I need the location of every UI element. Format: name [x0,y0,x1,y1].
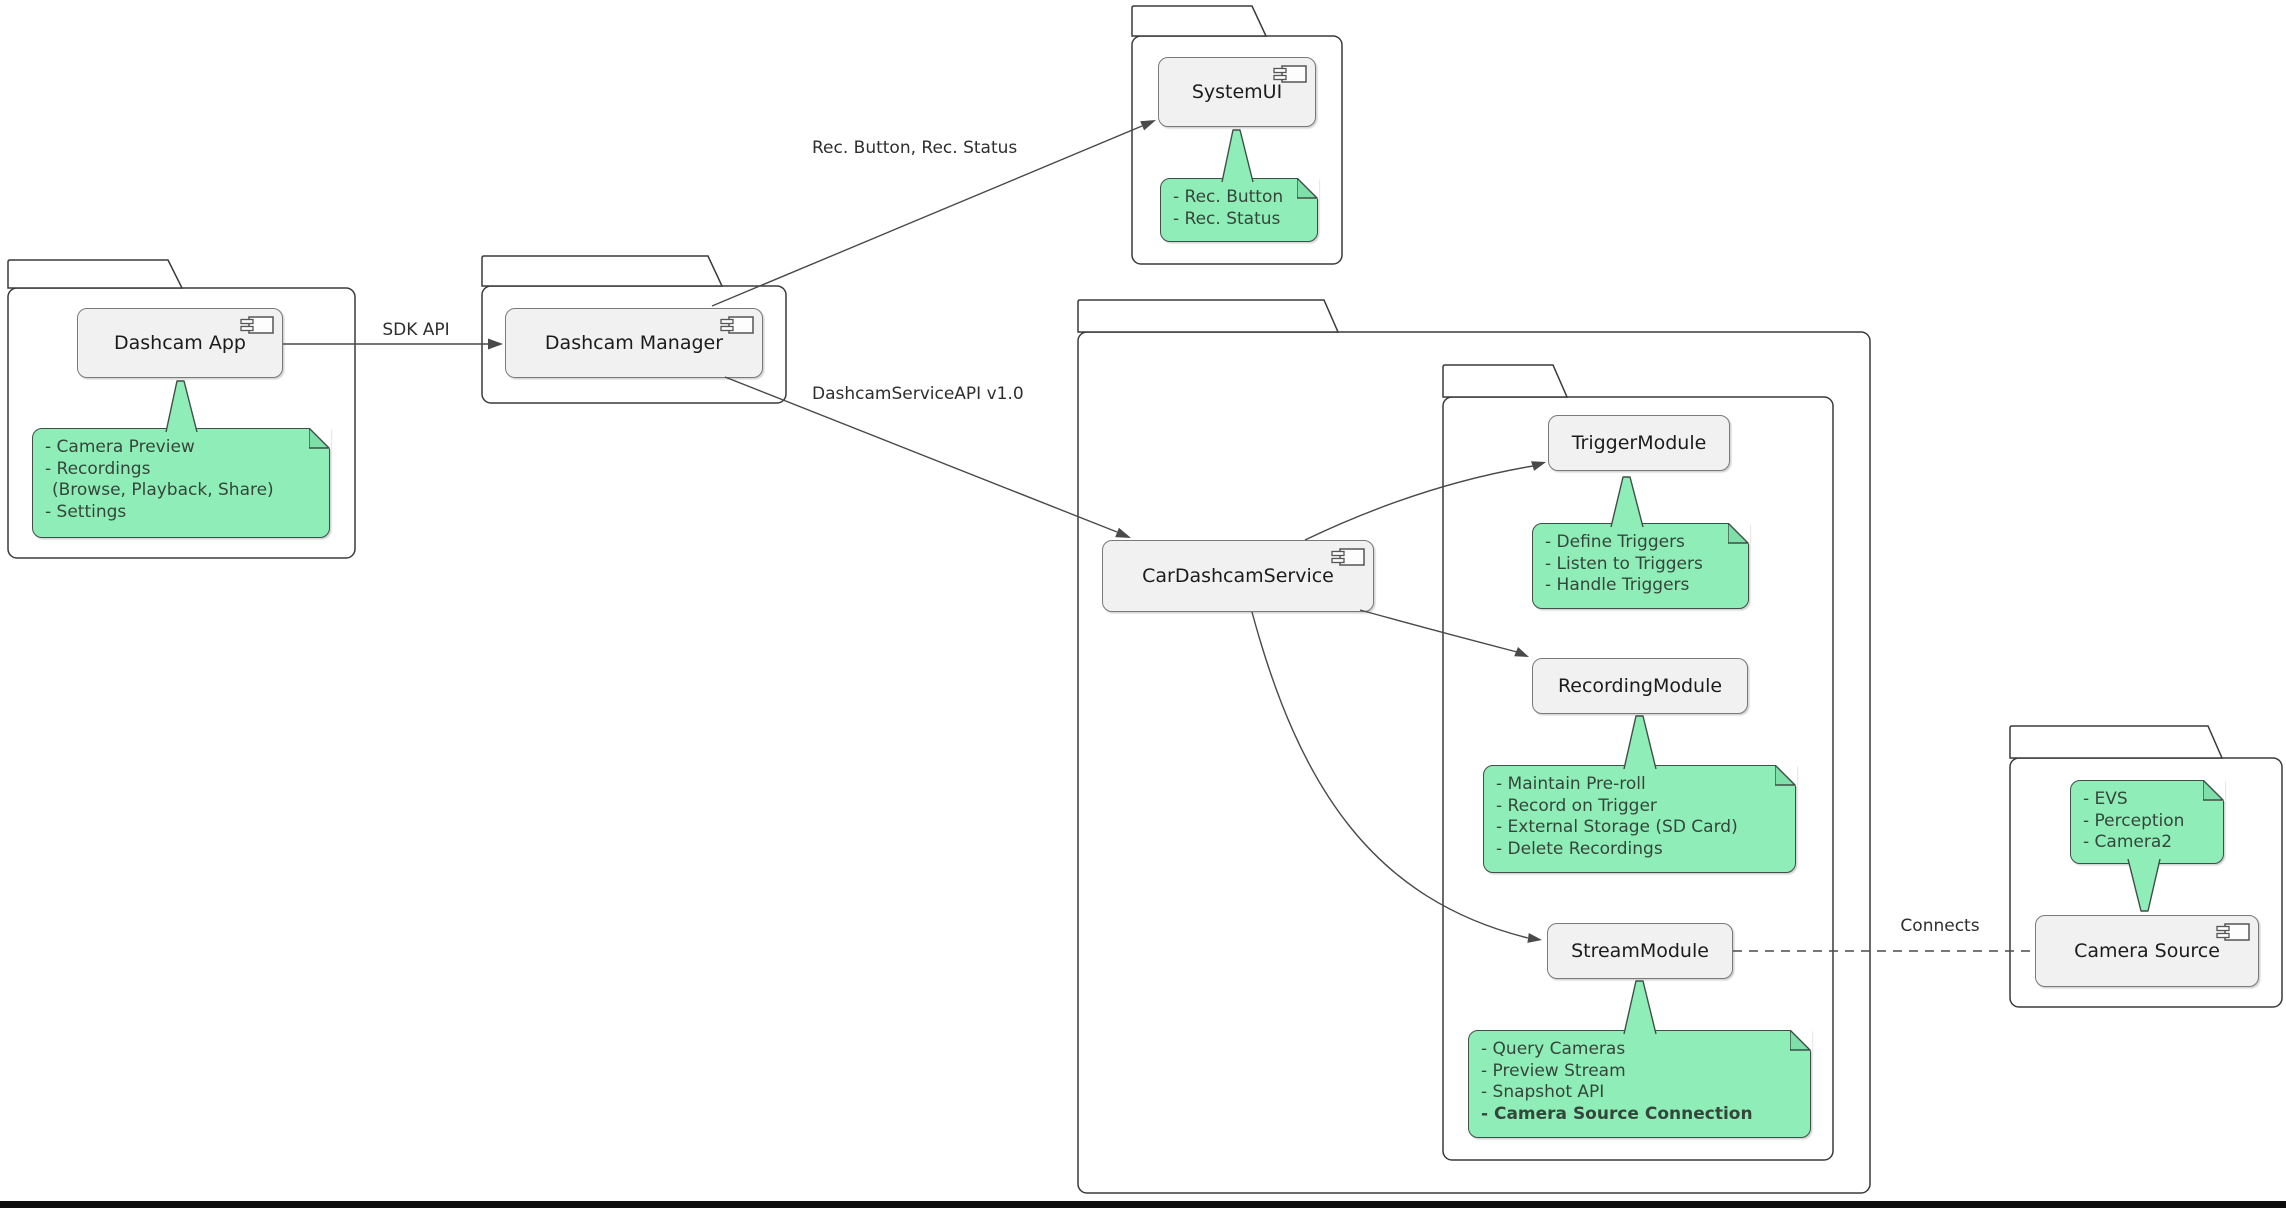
note-systemui: - Rec. Button - Rec. Status [1160,177,1319,242]
note-tail-camera-source [2127,858,2161,912]
component-icon [240,316,274,334]
component-label: TriggerModule [1571,432,1707,454]
component-dashcam-manager: Dashcam Manager [505,308,763,378]
note-dashcam-app: - Camera Preview - Recordings (Browse, P… [32,427,331,538]
note-recording-module: - Maintain Pre-roll - Record on Trigger … [1483,764,1797,873]
note-tail-systemui [1221,129,1254,183]
component-label: Dashcam Manager [544,332,724,354]
package-title-modules: Modules [1452,370,1542,392]
arrowheads [488,120,1546,943]
note-fold-icon [1789,1029,1812,1052]
note-line: - Rec. Button [1173,187,1284,207]
note-line: - Snapshot API [1481,1082,1605,1102]
note-tail-trigger-module [1610,476,1644,528]
component-dashcam-app: Dashcam App [77,308,283,378]
package-title-car-dashcam-service: CarDashcamService [1087,305,1300,327]
edge-to-recording-module [1359,609,1518,653]
note-line: - Rec. Status [1173,208,1281,229]
note-line: - Preview Stream [1481,1060,1626,1081]
arrowhead-trigger [1531,461,1546,471]
note-line: - Camera Source Connection [1481,1103,1753,1124]
note-line: - Define Triggers [1545,532,1685,552]
package-title-dashcam-manager: Dashcam Manager [491,260,689,282]
note-line: - Handle Triggers [1545,575,1690,595]
package-title-dashcam-app: Dashcam App [17,263,163,285]
note-tail-stream-module [1623,980,1657,1035]
arrowhead-stream [1527,933,1542,943]
note-line: (Browse, Playback, Share) [52,480,274,500]
component-car-dashcam-service: CarDashcamService [1102,540,1374,612]
edge-label-connects: Connects [1900,916,1980,936]
note-camera-source: - EVS - Perception - Camera2 [2070,779,2225,864]
note-stream-module: - Query Cameras - Preview Stream - Snaps… [1468,1029,1812,1138]
component-icon [1273,65,1307,83]
note-line: - Perception [2083,810,2185,831]
component-label: StreamModule [1571,940,1709,962]
component-label: Camera Source [2074,940,2220,962]
component-stream-module: StreamModule [1547,923,1733,979]
note-line: - Query Cameras [1481,1039,1626,1059]
note-fold-icon [1727,522,1750,545]
component-trigger-module: TriggerModule [1548,415,1730,471]
note-line: - Recordings [45,458,151,479]
component-label: CarDashcamService [1142,565,1334,587]
note-line: - EVS [2083,789,2128,809]
note-fold-icon [1296,177,1319,200]
arrowhead-recording [1514,647,1529,657]
note-tail-recording-module [1623,715,1657,770]
note-line: - Delete Recordings [1496,838,1663,859]
component-camera-source: Camera Source [2035,915,2259,987]
component-icon [1331,548,1365,566]
note-line: - Record on Trigger [1496,795,1657,816]
note-line: - Camera Preview [45,437,195,457]
component-systemui: SystemUI [1158,57,1316,127]
note-fold-icon [308,427,331,450]
arrowhead-rec [1140,120,1156,131]
note-line: - External Storage (SD Card) [1496,817,1738,837]
component-label: Dashcam App [114,332,246,354]
package-title-systemui: SystemUI [1141,10,1243,32]
arrowhead-sdk-api [488,338,503,350]
note-line: - Listen to Triggers [1545,553,1703,574]
note-fold-icon [2202,779,2225,802]
note-tail-dashcam-app [165,380,198,433]
component-icon [720,316,754,334]
component-label: SystemUI [1191,81,1283,103]
edge-label-sdk-api: SDK API [382,320,450,340]
note-line: - Camera2 [2083,832,2173,852]
note-trigger-module: - Define Triggers - Listen to Triggers -… [1532,522,1750,609]
package-title-camera-source: Camera Source [2019,731,2182,753]
note-fold-icon [1774,764,1797,787]
note-line: - Settings [45,501,127,522]
component-icon [2216,923,2250,941]
edge-to-trigger-module [1304,465,1534,541]
note-line: - Maintain Pre-roll [1496,774,1646,794]
bottom-bar [0,1201,2286,1208]
edge-label-rec-button-status: Rec. Button, Rec. Status [812,138,1018,158]
arrowhead-service-api [1115,527,1131,538]
component-label: RecordingModule [1557,675,1723,697]
edge-label-dashcam-service-api: DashcamServiceAPI v1.0 [812,384,1024,404]
component-recording-module: RecordingModule [1532,658,1748,714]
